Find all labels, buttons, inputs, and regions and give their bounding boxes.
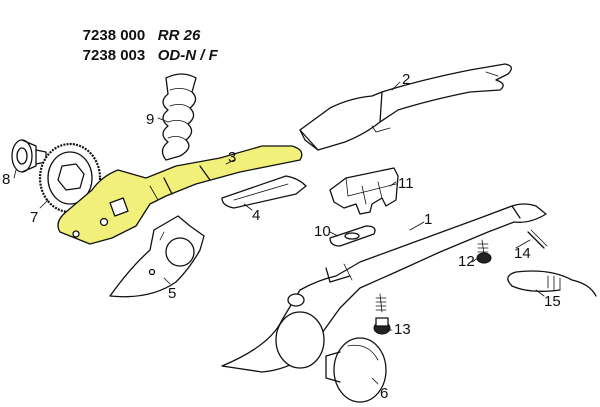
label-3: 3 [228, 149, 236, 166]
model-line-2: 7238 003 OD-N / F [66, 30, 218, 81]
part-13-screw [373, 293, 391, 335]
part-1-main-lever [221, 203, 547, 373]
part-9-bellow [161, 73, 197, 161]
part-6-knob [325, 337, 387, 403]
part-code-1: 7238 000 [82, 27, 146, 44]
label-1: 1 [424, 211, 432, 228]
label-11: 11 [398, 175, 414, 192]
label-14: 14 [514, 245, 531, 262]
label-2: 2 [402, 71, 410, 88]
part-7-toothed-washer [38, 142, 102, 214]
part-2-upper-arm [299, 63, 512, 151]
label-6: 6 [380, 385, 388, 402]
part-4-bracket [221, 175, 307, 209]
label-9: 9 [146, 111, 154, 128]
part-3-fill [57, 145, 303, 245]
part-14-pin [527, 229, 548, 249]
label-8: 8 [2, 171, 10, 188]
model-line-1: 7238 000 RR 26 [66, 10, 201, 61]
model-name-1: RR 26 [157, 27, 201, 44]
part-5-plate [109, 215, 205, 298]
label-12: 12 [458, 253, 475, 270]
part-3-lever-arm [57, 145, 303, 245]
model-name-2: OD-N / F [157, 47, 218, 64]
label-5: 5 [168, 285, 176, 302]
part-12-screw [476, 239, 492, 264]
part-10-small-plate [329, 225, 376, 247]
label-15: 15 [544, 293, 561, 310]
label-4: 4 [252, 207, 260, 224]
label-7: 7 [30, 209, 38, 226]
part-15-cord [507, 270, 597, 297]
leader-lines [13, 81, 545, 385]
part-8-bolt [11, 139, 47, 173]
label-10: 10 [314, 223, 331, 240]
part-code-2: 7238 003 [82, 47, 146, 64]
part-11-clip [329, 167, 399, 215]
label-13: 13 [394, 321, 411, 338]
